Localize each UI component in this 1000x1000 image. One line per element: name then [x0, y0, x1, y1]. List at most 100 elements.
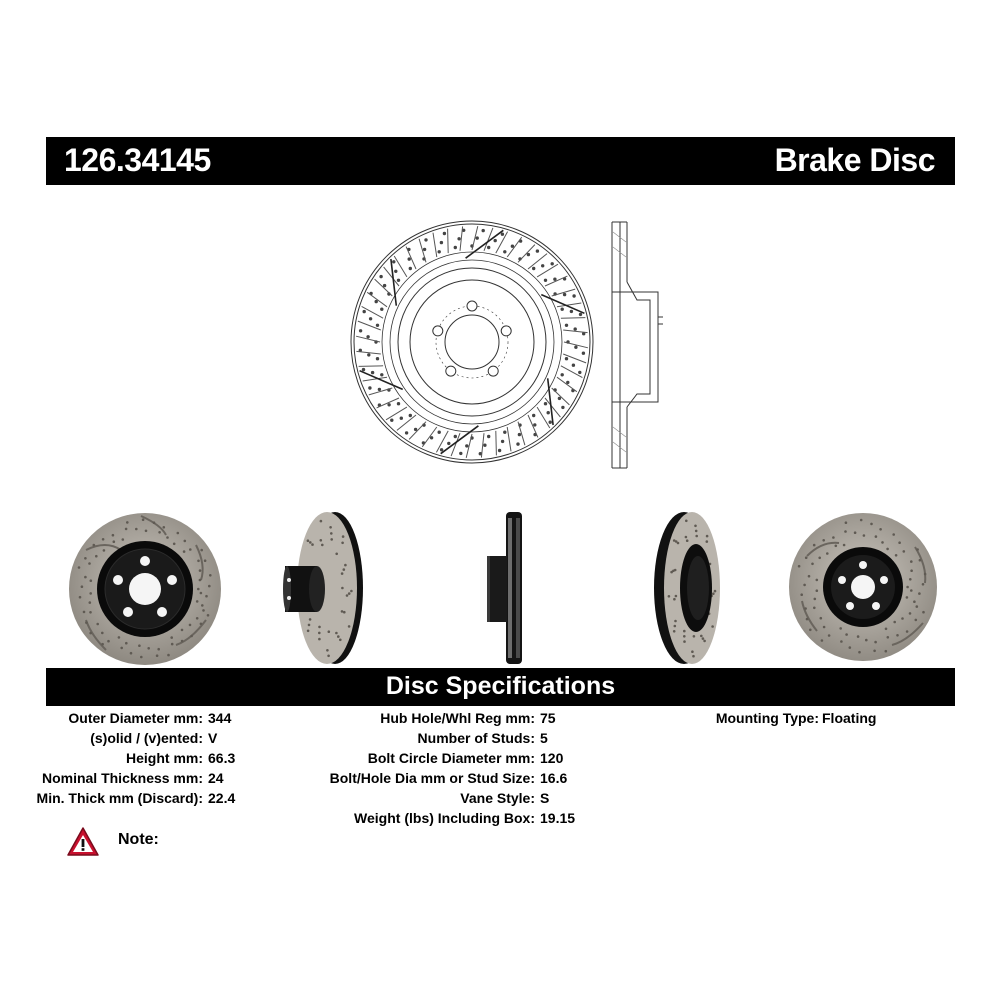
drill-hole: [390, 419, 393, 422]
photo-drill-dot: [201, 604, 204, 607]
vane-line: [537, 407, 550, 428]
drill-hole: [457, 237, 460, 240]
photo-drill-dot: [906, 630, 909, 633]
photo-drill-dot: [163, 526, 166, 529]
photo-drill-dot: [190, 635, 193, 638]
photo-drill-dot: [343, 611, 346, 614]
drill-hole: [447, 442, 450, 445]
drill-hole: [476, 236, 479, 239]
photo-drill-dot: [96, 623, 99, 626]
spec-value: 22.4: [208, 788, 235, 808]
photo-drill-dot: [814, 598, 817, 601]
photo-drill-dot: [915, 619, 918, 622]
photo-drill-dot: [335, 632, 338, 635]
spec-label: Height mm:: [126, 748, 203, 768]
drill-hole: [378, 388, 381, 391]
drill-hole: [532, 267, 535, 270]
photo-drill-dot: [157, 648, 160, 651]
drill-hole: [371, 371, 374, 374]
photo-drill-dot: [840, 640, 843, 643]
drill-hole: [438, 431, 441, 434]
vane-line: [409, 422, 426, 440]
photo-drill-dot: [171, 643, 174, 646]
drill-hole: [367, 353, 370, 356]
photo-drill-dot: [89, 611, 92, 614]
photo-drill-dot: [339, 639, 342, 642]
photo-drill-dot: [691, 650, 694, 653]
photo-drill-dot: [79, 596, 82, 599]
photo-drill-dot: [702, 637, 705, 640]
photo-drill-dot: [81, 585, 84, 588]
vane-line: [545, 398, 560, 417]
spec-section-title: Disc Specifications: [46, 672, 955, 701]
part-number: 126.34145: [64, 142, 211, 179]
drill-hole: [527, 253, 530, 256]
photo-drill-dot: [813, 607, 816, 610]
spec-label: Hub Hole/Whl Reg mm:: [380, 708, 535, 728]
photo-drill-dot: [875, 535, 878, 538]
photo-drill-dot: [896, 634, 899, 637]
photo-drill-dot: [113, 540, 116, 543]
drill-hole: [440, 448, 443, 451]
drill-hole: [565, 357, 568, 360]
drill-hole: [572, 294, 575, 297]
photo-drill-dot: [329, 526, 332, 529]
drill-hole: [387, 403, 390, 406]
photo-drill-dot: [320, 520, 323, 523]
drill-hole: [541, 264, 544, 267]
photo-drill-dot: [167, 654, 170, 657]
photo-drill-dot: [166, 536, 169, 539]
drill-hole: [487, 246, 490, 249]
photo-drill-dot: [343, 568, 346, 571]
spec-label: Weight (lbs) Including Box:: [354, 808, 535, 828]
photo-drill-dot: [318, 638, 321, 641]
drill-hole: [549, 421, 552, 424]
photo-drill-dot: [918, 592, 921, 595]
spec-row: Vane Style: S: [260, 788, 620, 808]
drill-hole: [379, 275, 382, 278]
drill-hole: [483, 444, 486, 447]
drill-hole: [498, 449, 501, 452]
slot-line: [466, 230, 504, 258]
photo-drill-dot: [674, 625, 677, 628]
spec-value: 344: [208, 708, 231, 728]
photo-drill-dot: [118, 636, 121, 639]
photo-drill-dot: [337, 635, 340, 638]
photo-drill-dot: [839, 627, 842, 630]
photo-drill-dot: [145, 530, 148, 533]
photo-drill-dot: [826, 552, 829, 555]
bolt-hole: [501, 326, 511, 336]
photo-drill-dot: [916, 548, 919, 551]
photo-drill-dot: [88, 562, 91, 565]
photo-drill-dot: [858, 651, 861, 654]
photo-drill-dot: [341, 542, 344, 545]
photo-drill-dot: [916, 605, 919, 608]
photo-drill-dot: [142, 518, 145, 521]
vane-line: [561, 318, 586, 319]
drill-hole: [368, 386, 371, 389]
photo-drill-dot: [906, 586, 909, 589]
drill-hole: [366, 335, 369, 338]
spec-label: Nominal Thickness mm:: [42, 768, 203, 788]
photo-drill-dot: [811, 563, 814, 566]
photo-drill-dot: [683, 635, 686, 638]
photo-drill-dot: [677, 542, 680, 545]
photo-drill-dot: [910, 560, 913, 563]
photo-drill-dot: [706, 540, 709, 543]
vane-line: [386, 407, 407, 420]
spec-value: 75: [540, 708, 556, 728]
spec-label: Vane Style:: [460, 788, 535, 808]
drill-hole: [397, 402, 400, 405]
photo-drill-dot: [153, 521, 156, 524]
drill-hole: [383, 284, 386, 287]
spec-label: Bolt Circle Diameter mm:: [368, 748, 535, 768]
photo-drill-dot: [854, 531, 857, 534]
photo-drill-dot: [330, 538, 333, 541]
photo-drill-dot: [89, 601, 92, 604]
disc-photo-angle-right: [650, 510, 722, 666]
spec-value: 5: [540, 728, 548, 748]
spec-row: Bolt/Hole Dia mm or Stud Size: 16.6: [260, 768, 620, 788]
drill-hole: [459, 452, 462, 455]
photo-drill-dot: [204, 559, 207, 562]
photo-drill-dot: [309, 618, 312, 621]
